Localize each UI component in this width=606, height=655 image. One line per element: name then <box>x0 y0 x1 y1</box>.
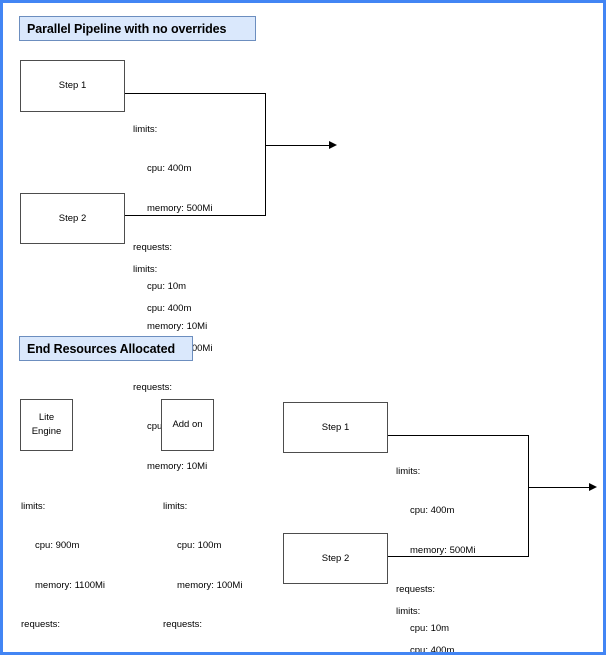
resources-top-step-1: limits: cpu: 400m memory: 500Mi requests… <box>133 97 212 359</box>
connector-top-step2-horizontal <box>125 215 266 216</box>
requests-label: requests: <box>133 242 173 254</box>
limits-memory: memory: 100Mi <box>177 579 243 591</box>
node-bottom-step-1[interactable]: Step 1 <box>283 402 388 453</box>
resources-add-on: limits: cpu: 100m memory: 100Mi requests… <box>163 474 243 652</box>
resources-bottom-step-2: limits: cpu: 400m memory: 500Mi requests… <box>396 579 475 655</box>
limits-label: limits: <box>133 124 158 136</box>
section-title-end-resources: End Resources Allocated <box>19 336 193 361</box>
limits-cpu: cpu: 400m <box>410 505 455 517</box>
connector-top-vertical-bus <box>265 93 266 216</box>
requests-memory: memory: 10Mi <box>147 460 208 472</box>
connector-top-output-line <box>265 145 330 146</box>
limits-label: limits: <box>163 501 188 513</box>
connector-top-step1-horizontal <box>125 93 266 94</box>
requests-label: requests: <box>21 619 61 631</box>
node-label-line-1: Lite <box>38 412 55 424</box>
requests-label: requests: <box>163 619 203 631</box>
limits-label: limits: <box>133 264 158 276</box>
connector-bottom-vertical-bus <box>528 435 529 557</box>
limits-cpu: cpu: 400m <box>147 163 192 175</box>
resources-top-step-2: limits: cpu: 400m memory: 500Mi requests… <box>133 237 212 499</box>
requests-label: requests: <box>133 382 173 394</box>
resources-lite-engine: limits: cpu: 900m memory: 1100Mi request… <box>21 474 106 652</box>
requests-cpu: cpu: 10m <box>410 623 450 635</box>
requests-cpu: cpu: 10m <box>147 281 187 293</box>
limits-cpu: cpu: 900m <box>35 540 80 552</box>
node-add-on[interactable]: Add on <box>161 399 214 451</box>
limits-memory: memory: 500Mi <box>410 544 476 556</box>
node-top-step-2[interactable]: Step 2 <box>20 193 125 244</box>
node-label-line-2: Engine <box>31 426 62 437</box>
node-label: Step 1 <box>58 80 87 92</box>
arrow-head-top-output <box>329 141 337 149</box>
resources-bottom-step-1: limits: cpu: 400m memory: 500Mi requests… <box>396 439 476 652</box>
node-label: Step 2 <box>58 212 87 224</box>
requests-memory: memory: 10Mi <box>147 320 208 332</box>
limits-label: limits: <box>396 606 421 618</box>
node-top-step-1[interactable]: Step 1 <box>20 60 125 112</box>
node-lite-engine[interactable]: Lite Engine <box>20 399 73 451</box>
node-bottom-step-2[interactable]: Step 2 <box>283 533 388 584</box>
limits-cpu: cpu: 400m <box>410 645 455 655</box>
section-title-parallel-pipeline: Parallel Pipeline with no overrides <box>19 16 256 41</box>
node-label: Step 1 <box>321 421 350 433</box>
connector-bottom-step2-horizontal <box>388 556 529 557</box>
limits-memory: memory: 500Mi <box>147 202 213 214</box>
node-label: Add on <box>172 419 203 431</box>
limits-memory: memory: 1100Mi <box>35 579 106 591</box>
node-label-group: Lite Engine <box>32 411 62 439</box>
connector-bottom-step1-horizontal <box>388 435 529 436</box>
arrow-head-bottom-output <box>589 483 597 491</box>
limits-cpu: cpu: 400m <box>147 303 192 315</box>
connector-bottom-output-line <box>528 487 590 488</box>
limits-cpu: cpu: 100m <box>177 540 222 552</box>
limits-label: limits: <box>21 501 46 513</box>
requests-label: requests: <box>396 584 436 596</box>
limits-label: limits: <box>396 466 421 478</box>
node-label: Step 2 <box>321 552 350 564</box>
